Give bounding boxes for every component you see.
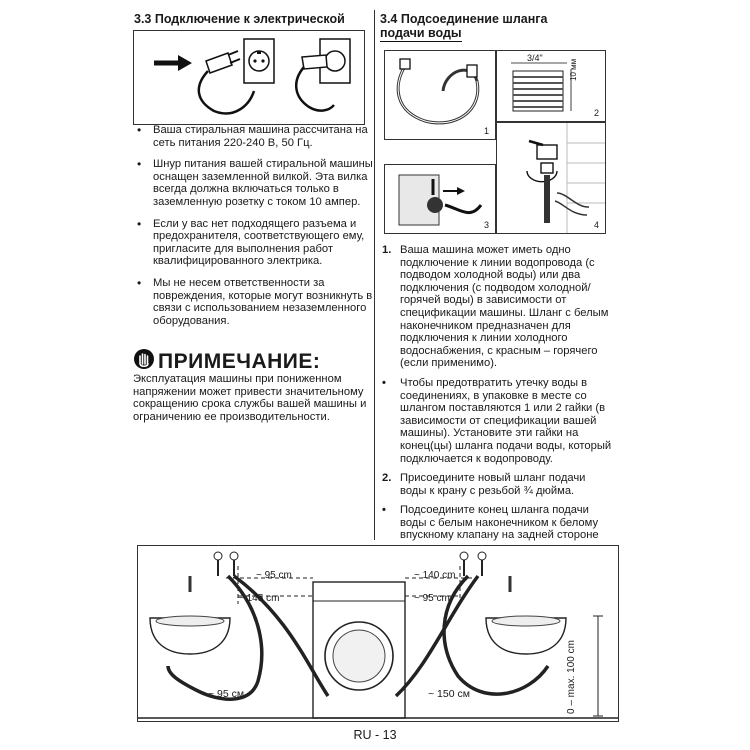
- note-text: Эксплуатация машины при пониженном напря…: [133, 373, 367, 423]
- dimension-label: ~ 95 см: [208, 688, 245, 700]
- hose-figure: 1: [384, 50, 496, 140]
- water-steps: 1. Ваша машина может иметь одно подключен…: [382, 244, 614, 562]
- bullet-item: Мы не несем ответственности за поврежден…: [133, 277, 373, 327]
- dimension-label: ~ 140 cm: [414, 570, 456, 581]
- step-text: Ваша машина может иметь одно подключение…: [400, 244, 609, 370]
- figure-number: 1: [483, 126, 489, 136]
- step-marker: •: [382, 376, 386, 389]
- page-number: RU - 13: [353, 728, 397, 742]
- step-item: 2. Присоедините новый шланг подачи воды к…: [382, 472, 614, 497]
- dimension-label: ~ 95 cm: [414, 593, 450, 604]
- step-item: • Чтобы предотвратить утечку воды в соеди…: [382, 377, 614, 465]
- dimension-label: ~ 145 cm: [238, 593, 280, 604]
- section-3-4-heading-line2: подачи воды: [380, 26, 462, 40]
- section-3-4-heading: 3.4 Подсоединение шланга подачи воды: [380, 12, 600, 40]
- column-divider: [374, 10, 375, 540]
- hand-stop-icon: [133, 348, 155, 376]
- figure-number: 4: [593, 220, 599, 230]
- height-label: 0 – max. 100 cm: [566, 640, 577, 714]
- electrical-bullets: Ваша стиральная машина рассчитана на сет…: [133, 124, 373, 336]
- figure-number: 3: [483, 220, 489, 230]
- section-3-4-heading-line1: 3.4 Подсоединение шланга: [380, 12, 548, 26]
- figure-number: 2: [593, 108, 599, 118]
- bullet-item: Если у вас нет подходящего разъема и пре…: [133, 218, 373, 268]
- heading-underline: [380, 41, 462, 42]
- step-marker: 1.: [382, 244, 392, 256]
- installation-diagram: ~ 95 cm ~ 145 cm ~ 140 cm ~ 95 cm ~ 95 с…: [137, 545, 619, 722]
- step-text: Присоедините новый шланг подачи воды к к…: [400, 472, 586, 497]
- thread-size-label: 3/4": [527, 53, 543, 63]
- note-title: ПРИМЕЧАНИЕ:: [158, 350, 321, 373]
- tap-figure: 4: [496, 122, 606, 234]
- step-marker: 2.: [382, 472, 392, 485]
- note-heading: ПРИМЕЧАНИЕ:: [133, 348, 320, 376]
- step-item: 1. Ваша машина может иметь одно подключен…: [382, 244, 614, 370]
- plug-figure: [133, 30, 365, 125]
- bullet-item: Шнур питания вашей стиральной машины осн…: [133, 158, 373, 208]
- step-text: Чтобы предотвратить утечку воды в соедин…: [400, 376, 612, 465]
- bullet-item: Ваша стиральная машина рассчитана на сет…: [133, 124, 373, 149]
- step-marker: •: [382, 504, 386, 517]
- valve-figure: 3: [384, 164, 496, 234]
- thread-figure: 3/4" 10 мм 2: [496, 50, 606, 122]
- dimension-label: ~ 150 см: [428, 688, 470, 700]
- thread-length-label: 10 мм: [569, 58, 578, 81]
- dimension-label: ~ 95 cm: [256, 570, 292, 581]
